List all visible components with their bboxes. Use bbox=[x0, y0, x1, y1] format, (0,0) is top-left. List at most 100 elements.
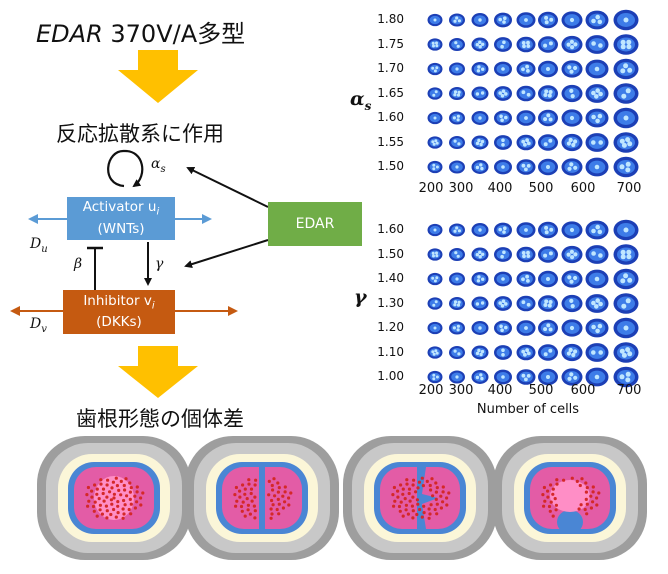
pattern-cell bbox=[613, 132, 639, 153]
pattern-cell bbox=[585, 269, 609, 289]
ytick-1.20: 1.20 bbox=[377, 320, 404, 334]
ytick-1.80: 1.80 bbox=[377, 12, 404, 26]
pattern-cell bbox=[449, 223, 465, 237]
dv-symbol: Dv bbox=[30, 316, 47, 335]
xtick-200: 200 bbox=[418, 383, 444, 398]
pattern-cell bbox=[538, 344, 558, 361]
pattern-cell bbox=[449, 296, 465, 311]
edar-to-gamma bbox=[184, 239, 269, 268]
pattern-cell bbox=[471, 345, 489, 360]
pattern-cell bbox=[613, 58, 639, 80]
inhibitor-sub: i bbox=[151, 300, 155, 312]
pattern-cell bbox=[427, 370, 443, 384]
pattern-cell bbox=[516, 369, 536, 385]
gamma-symbol: γ bbox=[155, 256, 164, 272]
pattern-cell bbox=[613, 9, 639, 31]
pattern-cell bbox=[494, 135, 512, 150]
pattern-cell bbox=[494, 159, 512, 175]
ytick-1.60: 1.60 bbox=[377, 222, 404, 236]
pattern-cell bbox=[427, 62, 443, 76]
pattern-cell bbox=[449, 345, 465, 360]
xtick-600: 600 bbox=[570, 383, 596, 398]
pattern-cell bbox=[427, 297, 443, 310]
inhibitor-molecules: (DKKs) bbox=[96, 314, 142, 331]
pattern-cell bbox=[613, 34, 639, 55]
pattern-cell bbox=[471, 37, 489, 52]
pattern-cell bbox=[494, 369, 512, 385]
pattern-cell bbox=[471, 111, 489, 125]
ytick-1.75: 1.75 bbox=[377, 36, 404, 51]
pattern-cell bbox=[613, 342, 639, 363]
pattern-cell bbox=[561, 319, 583, 337]
pattern-cell bbox=[471, 135, 489, 150]
pattern-cell bbox=[585, 10, 609, 30]
pattern-cell bbox=[449, 370, 465, 384]
pattern-cell bbox=[516, 222, 536, 238]
edar-to-alpha bbox=[186, 167, 269, 208]
pattern-cell bbox=[427, 346, 443, 359]
xtick-700: 700 bbox=[616, 181, 642, 196]
activator-molecules: (WNTs) bbox=[97, 220, 145, 237]
pattern-cell bbox=[471, 62, 489, 76]
pattern-cell bbox=[561, 221, 583, 239]
pattern-cell bbox=[561, 11, 583, 29]
xtick-500: 500 bbox=[528, 181, 554, 196]
pattern-cell bbox=[449, 37, 465, 52]
xtick-300: 300 bbox=[448, 181, 474, 196]
pattern-cell bbox=[516, 246, 536, 263]
grid-bottom-ylabel: γ bbox=[354, 286, 367, 308]
pattern-cell bbox=[561, 368, 583, 386]
tooth-section-3 bbox=[343, 436, 497, 560]
pattern-cell bbox=[427, 87, 443, 100]
pattern-cell bbox=[585, 59, 609, 79]
pattern-cell bbox=[494, 61, 512, 77]
pattern-cell bbox=[538, 270, 558, 288]
pattern-cell bbox=[561, 60, 583, 78]
pattern-cell bbox=[494, 222, 512, 238]
pattern-cell bbox=[449, 160, 465, 174]
self-activation-loop bbox=[107, 149, 144, 188]
pattern-cell bbox=[538, 60, 558, 78]
grid-bottom-xlabel: Number of cells bbox=[476, 402, 580, 417]
tooth-section-1 bbox=[37, 436, 191, 560]
ytick-1.65: 1.65 bbox=[377, 85, 404, 100]
pattern-cell bbox=[585, 343, 609, 362]
inhibitor-label: Inhibitor v bbox=[83, 292, 152, 309]
pattern-cell bbox=[494, 271, 512, 287]
pattern-cell bbox=[516, 134, 536, 151]
pattern-cell bbox=[516, 85, 536, 102]
pattern-cell bbox=[449, 62, 465, 76]
xtick-200: 200 bbox=[418, 181, 444, 196]
pattern-cell bbox=[585, 35, 609, 54]
pattern-cell bbox=[449, 13, 465, 27]
pattern-cell bbox=[585, 294, 609, 313]
pattern-cell bbox=[516, 344, 536, 361]
pattern-cell bbox=[494, 320, 512, 336]
pattern-cell bbox=[449, 272, 465, 286]
pattern-cell bbox=[494, 345, 512, 360]
pattern-cell bbox=[561, 245, 583, 264]
pattern-cell bbox=[538, 11, 558, 29]
xtick-700: 700 bbox=[616, 383, 642, 398]
xtick-400: 400 bbox=[487, 181, 513, 196]
step2-label: 歯根形態の個体差 bbox=[76, 407, 244, 431]
pattern-cell bbox=[494, 37, 512, 52]
pattern-cell bbox=[427, 248, 443, 261]
inhibitor-box: Inhibitor vi (DKKs) bbox=[63, 290, 175, 334]
pattern-cell bbox=[561, 84, 583, 103]
pattern-cell bbox=[516, 295, 536, 312]
edar-box: EDAR bbox=[268, 202, 362, 246]
pattern-cell bbox=[471, 321, 489, 335]
pattern-cell bbox=[538, 109, 558, 127]
pattern-cell bbox=[538, 85, 558, 102]
tooth-section-2 bbox=[185, 436, 339, 560]
pattern-cell bbox=[613, 317, 639, 339]
xtick-400: 400 bbox=[487, 383, 513, 398]
pattern-cell bbox=[516, 271, 536, 287]
pattern-cell bbox=[585, 133, 609, 152]
beta-symbol: β bbox=[74, 256, 83, 272]
pattern-cell bbox=[613, 107, 639, 129]
pattern-cell bbox=[561, 133, 583, 152]
